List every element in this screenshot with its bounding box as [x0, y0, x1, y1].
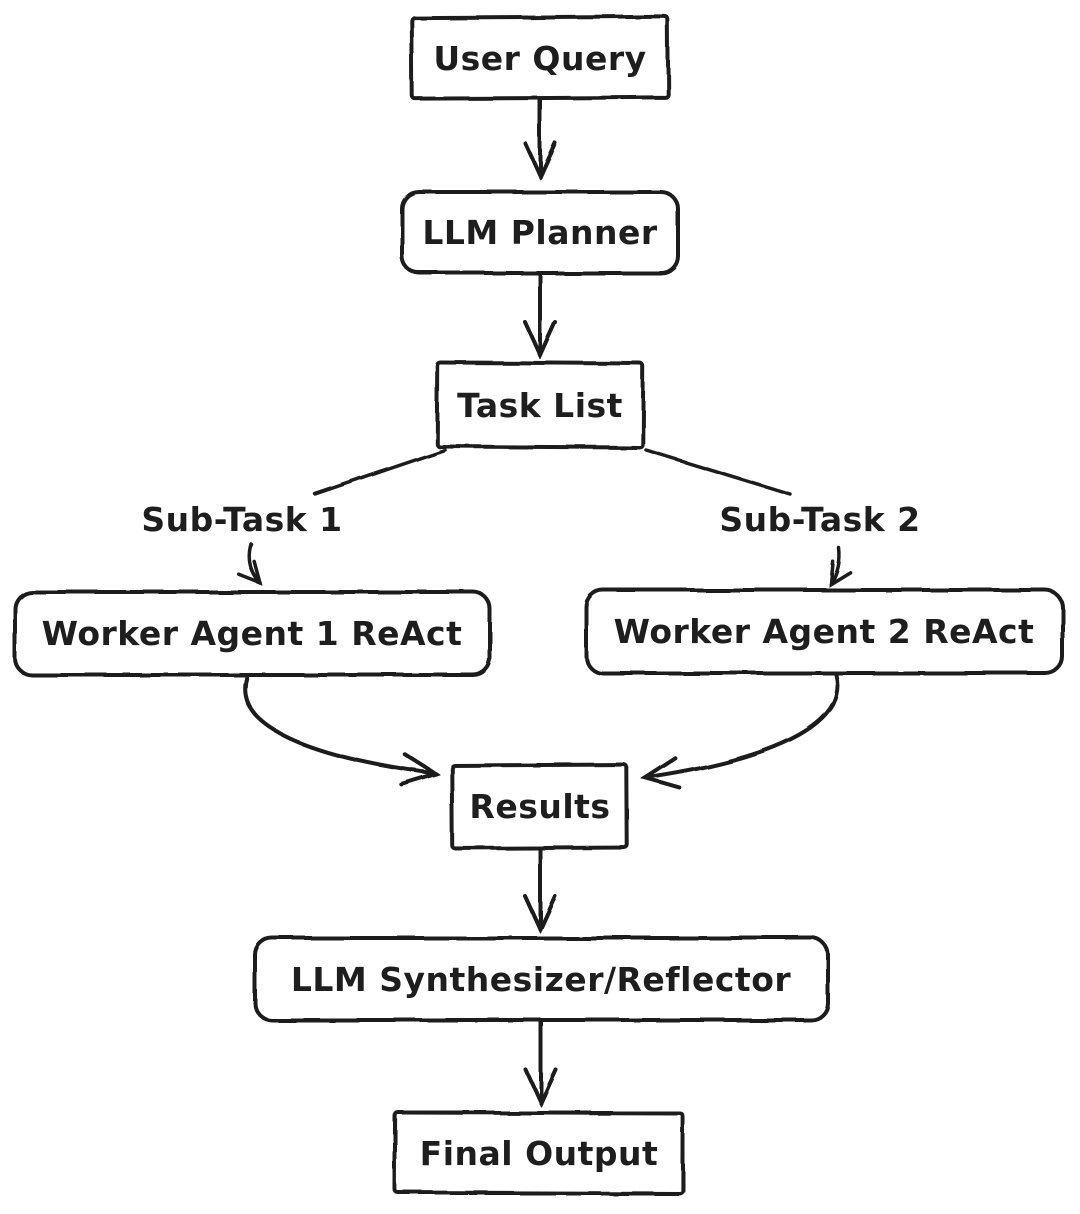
node-results-label: Results: [469, 787, 610, 826]
edge-task-list-to-sub-task-2: [644, 448, 792, 496]
node-worker-agent-2-box: [584, 588, 1064, 675]
node-sub-task-1-label: Sub-Task 1: [141, 500, 342, 539]
node-final-output-label: Final Output: [420, 1134, 659, 1173]
node-user-query-label: User Query: [433, 39, 646, 78]
node-llm-planner-box: [400, 190, 680, 275]
node-task-list-box: [434, 360, 646, 450]
node-llm-planner-label: LLM Planner: [422, 213, 658, 252]
edges-layer: [237, 98, 852, 1103]
node-worker-agent-1-box: [13, 590, 492, 677]
edge-worker-agent-2-to-results: [645, 673, 840, 778]
edge-worker-agent-1-to-results: [243, 675, 436, 774]
node-sub-task-2-label: Sub-Task 2: [719, 500, 920, 539]
node-task-list-label: Task List: [457, 386, 623, 425]
node-boxes-layer: [13, 14, 1064, 1196]
node-final-output-box: [392, 1110, 686, 1196]
node-user-query-box: [409, 14, 671, 101]
node-llm-synthesizer-label: LLM Synthesizer/Reflector: [291, 960, 792, 999]
node-labels-layer: User Query LLM Planner Task List Sub-Tas…: [42, 39, 1035, 1173]
edge-sub-task-1-to-worker-agent-1: [237, 542, 263, 586]
node-results-box: [449, 762, 630, 851]
node-worker-agent-1-label: Worker Agent 1 ReAct: [42, 614, 463, 653]
node-worker-agent-2-label: Worker Agent 2 ReAct: [614, 612, 1035, 651]
edge-task-list-to-sub-task-1: [313, 448, 447, 496]
node-llm-synthesizer-box: [253, 936, 830, 1022]
edge-sub-task-2-to-worker-agent-2: [828, 546, 852, 588]
